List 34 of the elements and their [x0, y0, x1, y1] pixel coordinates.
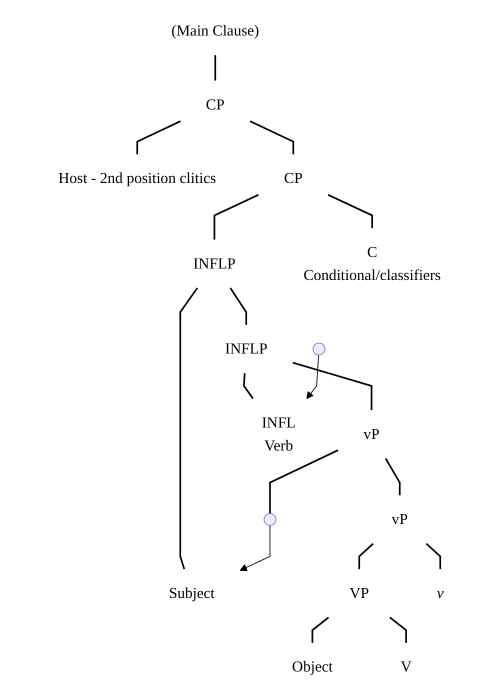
node-circle [264, 513, 276, 526]
connector [230, 287, 248, 325]
node-text: CP [206, 96, 225, 113]
connector [214, 55, 216, 81]
node-text: VP [349, 584, 370, 602]
node-text: Object [292, 658, 333, 676]
arrow [306, 354, 320, 399]
node-text: vP [392, 510, 408, 528]
connector [269, 449, 338, 514]
node-text: V [400, 658, 412, 676]
node-text: INFLP [193, 254, 236, 272]
node-text: Host - 2nd position clitics [58, 170, 216, 187]
connector [179, 287, 198, 570]
node-text: INFLP [225, 340, 268, 358]
connector [250, 120, 294, 154]
arrow [240, 524, 270, 571]
connector [292, 362, 372, 410]
connector [328, 194, 374, 228]
connector [426, 543, 442, 570]
node-text: vP [363, 425, 380, 442]
connector [243, 373, 254, 400]
connector [214, 194, 259, 240]
connector [358, 543, 374, 570]
node-text: CP [284, 170, 303, 187]
connector [312, 616, 330, 643]
connector [384, 458, 401, 496]
connector [389, 616, 407, 643]
node-text: (Main Clause) [171, 22, 260, 40]
node-text: Subject [168, 584, 215, 602]
node-text: v [436, 584, 444, 602]
connector [136, 120, 181, 154]
node-text: INFL Verb [262, 414, 296, 454]
node-circle [312, 342, 326, 356]
node-text: C Conditional/classifiers [303, 243, 441, 284]
